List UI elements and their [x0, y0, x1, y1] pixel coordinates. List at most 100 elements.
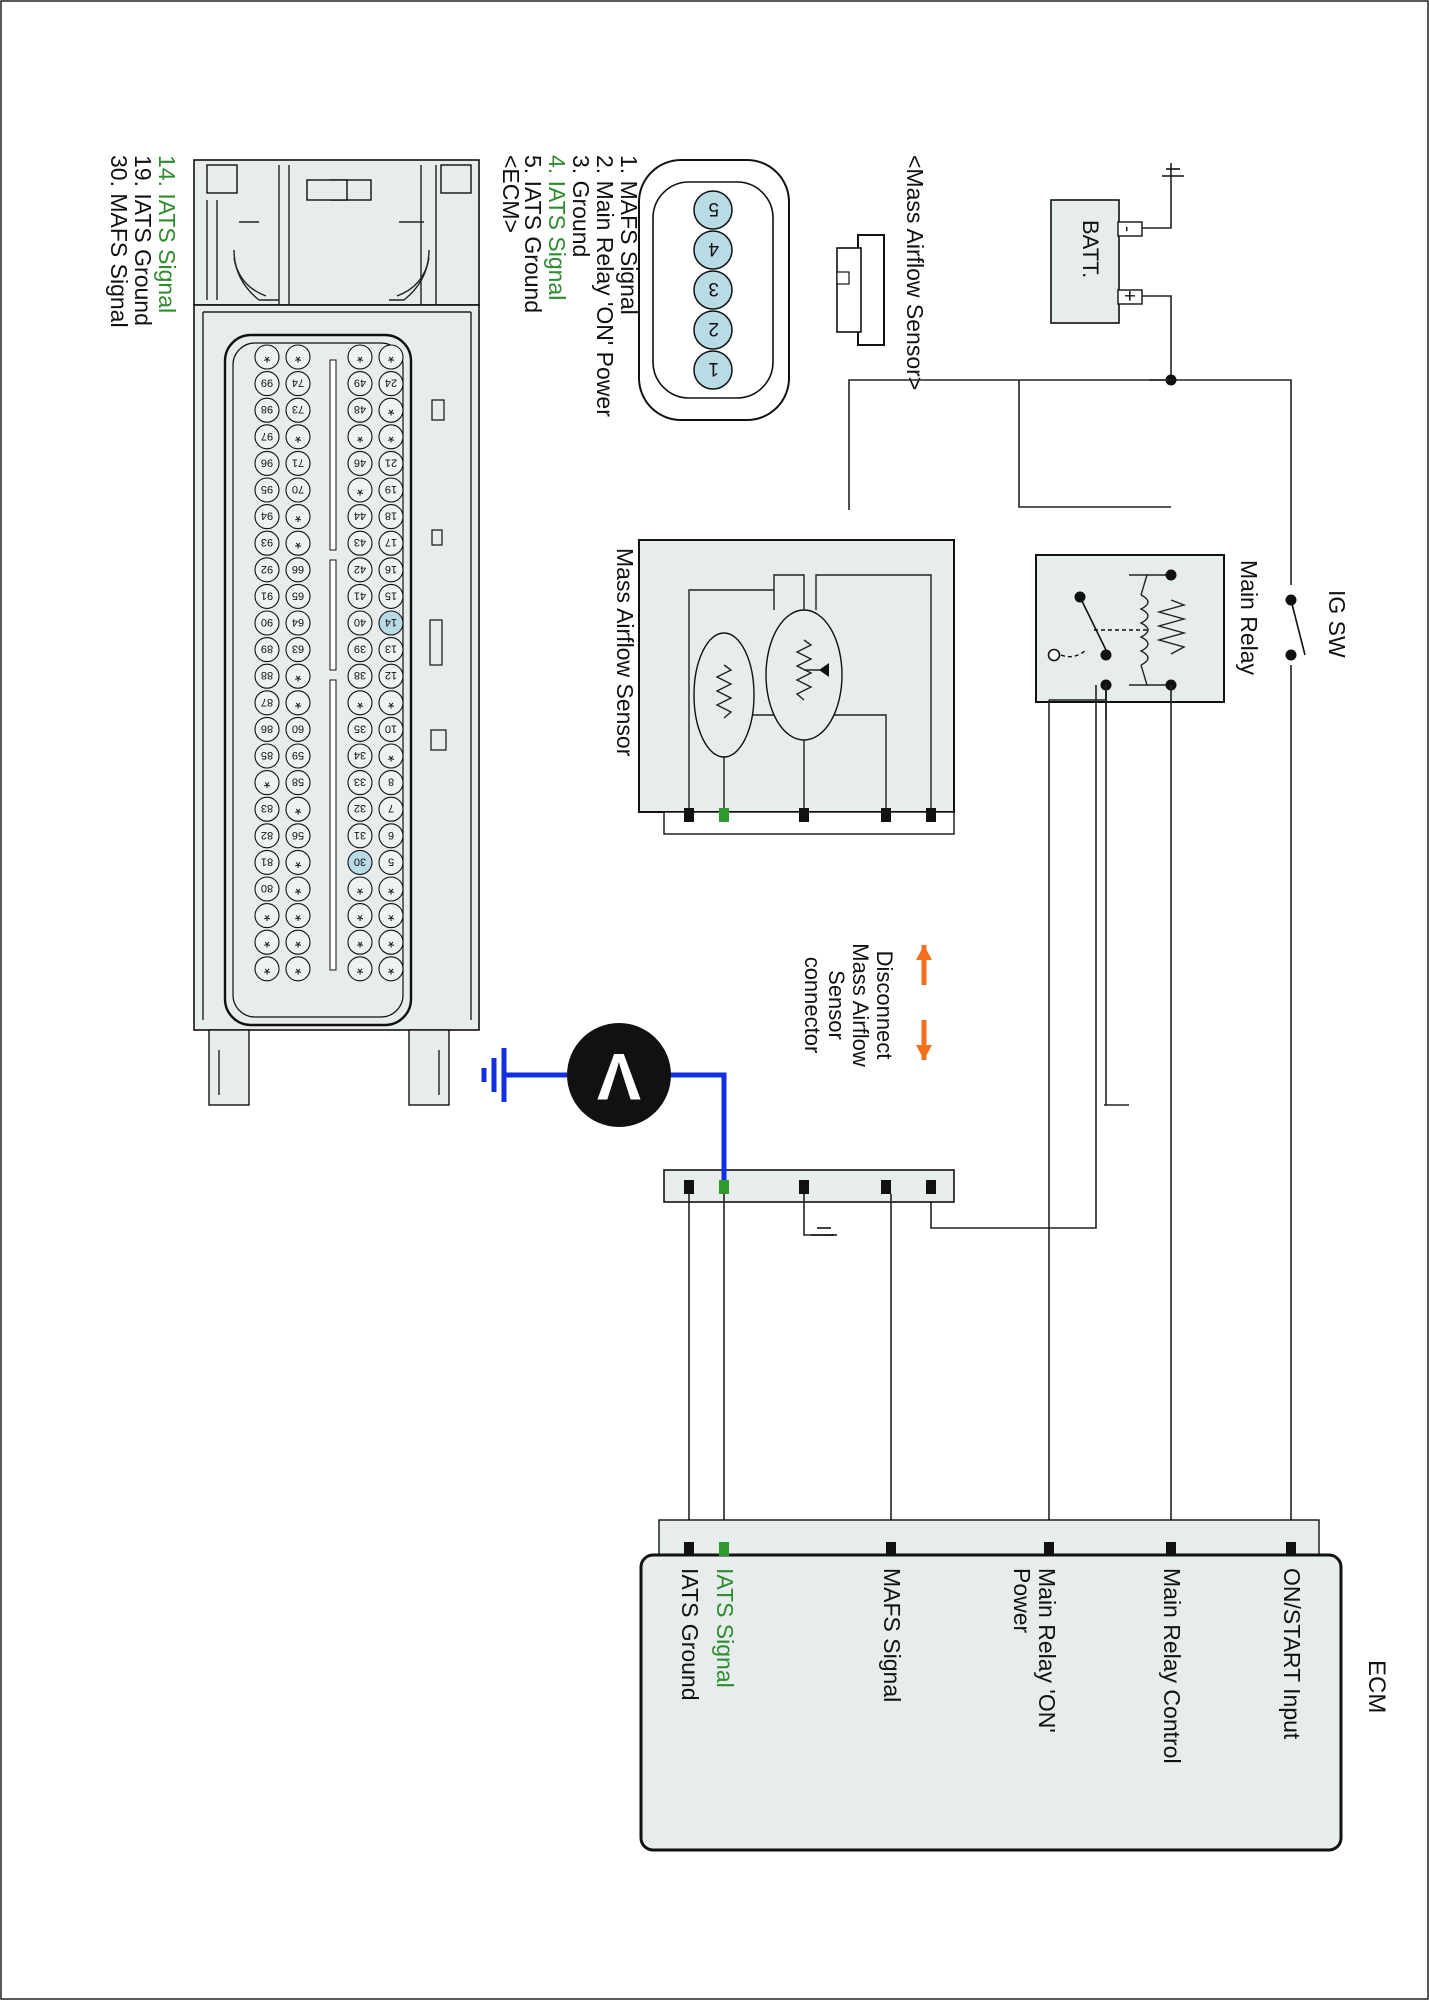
disconnect-line: Mass Airflow: [848, 943, 873, 1067]
mafs-pin-number: 4: [708, 238, 719, 259]
ecm-pin-number: 46: [354, 456, 366, 468]
ecm-pin-number: *: [294, 693, 301, 712]
ecm-pin: [285, 929, 311, 955]
ecm-pin-number: 32: [354, 802, 366, 814]
ecm-pin: [285, 610, 311, 636]
ecm-pin-number: *: [387, 932, 394, 951]
ecm-pin-number: 58: [292, 776, 304, 788]
ecm-pin: [378, 876, 404, 902]
ecm-pin-number: 5: [388, 855, 394, 867]
ecm-pin-number: 38: [354, 669, 366, 681]
ecm-pin-number: *: [294, 959, 301, 978]
ecm-pin-number: 16: [385, 563, 397, 575]
ecm-pin: [347, 450, 373, 476]
ecm-pin: [347, 637, 373, 663]
ecm-pin: [254, 743, 280, 769]
ecm-pin-number: 41: [354, 589, 366, 601]
ecm-pin: [285, 450, 311, 476]
ecm-pin: [347, 557, 373, 583]
sensor-label: Mass Airflow Sensor: [612, 548, 638, 757]
ecm-pin-number: *: [294, 427, 301, 446]
battery-ground-symbol: [1162, 168, 1184, 177]
ecm-pin-number: 40: [354, 616, 366, 628]
mafs-pin-number: 3: [708, 278, 719, 299]
ecm-pin-number: *: [387, 879, 394, 898]
ecm-pin-number: 59: [292, 749, 304, 761]
ecm-pin-number: 64: [292, 616, 304, 628]
ecm-pin-number: 60: [292, 722, 304, 734]
sensor-iats-pin: [719, 808, 729, 822]
ecm-pin-number: 94: [261, 510, 273, 522]
ecm-pin: [285, 876, 311, 902]
ecm-pin: [378, 823, 404, 849]
ecm-pin-number: *: [387, 400, 394, 419]
ecm-pin: [254, 690, 280, 716]
ecm-pin-number: 90: [261, 616, 273, 628]
ecm-pin-number: 35: [354, 722, 366, 734]
ecm-pin-number: 86: [261, 722, 273, 734]
ecm-pin-number: *: [387, 746, 394, 765]
ecm-pin-number: *: [387, 906, 394, 925]
ecm-pin: [378, 557, 404, 583]
ecm-pin-number: 73: [292, 403, 304, 415]
ecm-connector-face: *24**211918171615141312*10*8765*****4948…: [193, 159, 480, 1106]
ecm-pin-number: 81: [261, 855, 273, 867]
disconnect-line: connector: [800, 957, 825, 1054]
relay-feed-line: [848, 379, 1171, 510]
ecm-pin: [378, 424, 404, 450]
ecm-pin: [378, 583, 404, 609]
ecm-pin-number: *: [263, 959, 270, 978]
ecm-pin-number: *: [263, 347, 270, 366]
ecm-pin: [254, 504, 280, 530]
ecm-pin-number: *: [294, 507, 301, 526]
ecm-pin-number: *: [294, 533, 301, 552]
ecm-terminal-label: IATS Ground: [677, 1568, 703, 1701]
disconnect-line: Sensor: [824, 970, 849, 1040]
ecm-pin: [254, 610, 280, 636]
ecm-pin-number: 34: [354, 749, 366, 761]
ecm-pin-number: *: [356, 480, 363, 499]
ecm-pin-number: 98: [261, 403, 273, 415]
ecm-pin: [285, 956, 311, 982]
ecm-pin-number: 21: [385, 456, 397, 468]
ecm-pin-number: *: [294, 852, 301, 871]
ecm-pin: [285, 557, 311, 583]
ecm-pin-number: 63: [292, 643, 304, 655]
ecm-pin-number: *: [263, 773, 270, 792]
ecm-pin-number: *: [387, 347, 394, 366]
ecm-pin: [347, 796, 373, 822]
mafs-pin-number: 5: [708, 198, 719, 219]
mafs-pin-number: 2: [708, 318, 719, 339]
ecm-terminal-label: Power: [1009, 1568, 1035, 1634]
battery: BATT. - +: [1050, 199, 1143, 324]
harness-iats-pin: [719, 1180, 729, 1194]
meter-body: [567, 1023, 671, 1127]
ecm-pin-number: *: [356, 879, 363, 898]
ecm-pin: [347, 716, 373, 742]
ecm-pin: [254, 663, 280, 689]
ecm-pin: [285, 849, 311, 875]
ecm-pin: [285, 397, 311, 423]
ecm-terminal-label: IATS Signal: [712, 1568, 738, 1688]
ecm-pin-number: *: [356, 693, 363, 712]
ecm-pin: [285, 424, 311, 450]
ecm-pin: [254, 397, 280, 423]
ecm-pin-number: 56: [292, 829, 304, 841]
ecm-pin: [254, 929, 280, 955]
ecm-pin-number: 95: [261, 483, 273, 495]
ecm-legend-title: <ECM>: [498, 155, 524, 233]
ecm-pin-number: 44: [354, 510, 366, 522]
ecm-pin: [254, 557, 280, 583]
ecm-pin: [285, 903, 311, 929]
mafs-legend-title: <Mass Airflow Sensor>: [902, 155, 928, 390]
ig-switch-label: IG SW: [1324, 590, 1350, 658]
ecm-pin: [347, 849, 373, 875]
ecm-pin-number: 48: [354, 403, 366, 415]
ecm-pin-number: 49: [354, 377, 366, 389]
